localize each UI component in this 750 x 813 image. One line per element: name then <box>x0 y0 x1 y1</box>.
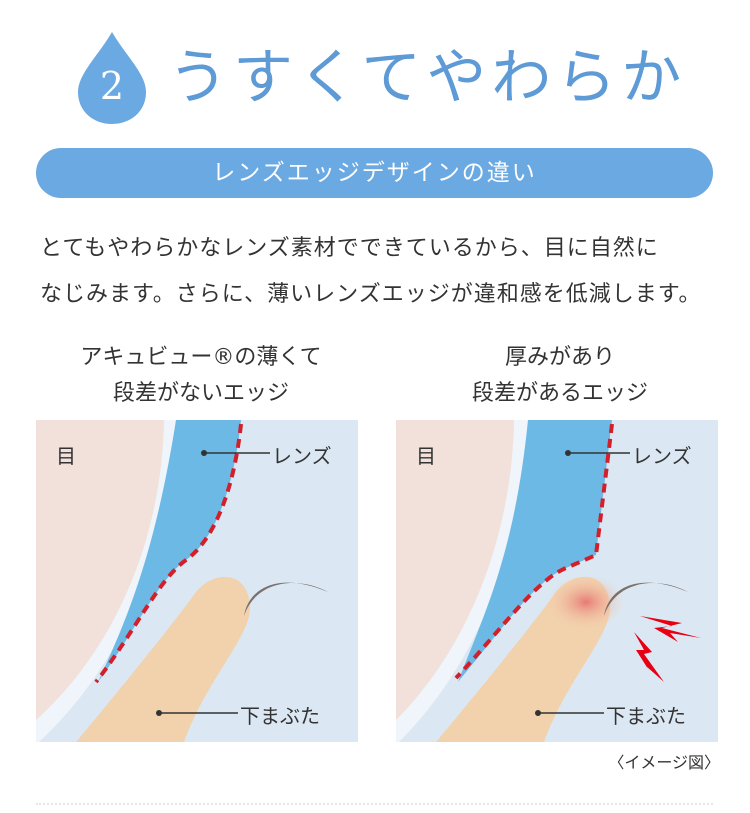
eye-rim <box>36 420 176 742</box>
eye-label: 目 <box>56 444 76 468</box>
section-header: 2 うすくてやわらか <box>0 28 750 128</box>
eyelid-label: 下まぶた <box>606 704 686 728</box>
thin-edge-diagram <box>36 420 358 742</box>
thin-lens <box>98 420 241 682</box>
description-line: なじみます。さらに、薄いレンズエッジが違和感を低減します。 <box>40 282 702 307</box>
right-caption-line: 厚みがあり <box>504 345 615 370</box>
left-caption-line: アキュビュー®の薄くて <box>80 345 322 370</box>
irritation-glow <box>546 574 626 630</box>
lens-edge-dashed-line <box>94 423 243 684</box>
right-caption-line: 段差があるエッジ <box>471 381 648 406</box>
water-drop-icon <box>78 32 146 124</box>
lens-label: レンズ <box>272 444 332 468</box>
right-illustration: 目 レンズ 下まぶた <box>396 420 718 742</box>
eye-surface <box>396 420 514 720</box>
page-title: うすくてやわらか <box>168 43 687 113</box>
irritation-bolt-icon <box>640 616 701 642</box>
left-illustration: 目 レンズ 下まぶた <box>36 420 358 742</box>
image-note: 〈イメージ図〉 <box>608 753 720 772</box>
eye-surface <box>36 420 164 720</box>
section-number: 2 <box>99 64 125 108</box>
thick-lens <box>458 420 612 682</box>
lens-label: レンズ <box>632 444 692 468</box>
lens-edge-dashed-line <box>454 423 614 680</box>
divider <box>36 803 713 805</box>
left-caption-line: 段差がないエッジ <box>112 381 289 406</box>
eye-label: 目 <box>416 444 436 468</box>
left-caption: アキュビュー®の薄くて 段差がないエッジ <box>36 340 366 412</box>
right-caption: 厚みがあり 段差があるエッジ <box>395 340 725 412</box>
description-line: とてもやわらかなレンズ素材でできているから、目に自然に <box>40 236 659 261</box>
irritation-bolt-icon <box>634 632 664 682</box>
eyelid-label: 下まぶた <box>240 704 320 728</box>
eye-rim <box>396 420 528 742</box>
section-banner: レンズエッジデザインの違い <box>36 148 713 198</box>
lower-eyelid <box>76 576 251 742</box>
description: とてもやわらかなレンズ素材でできているから、目に自然に なじみます。さらに、薄い… <box>40 226 720 318</box>
thick-edge-diagram <box>396 420 718 742</box>
